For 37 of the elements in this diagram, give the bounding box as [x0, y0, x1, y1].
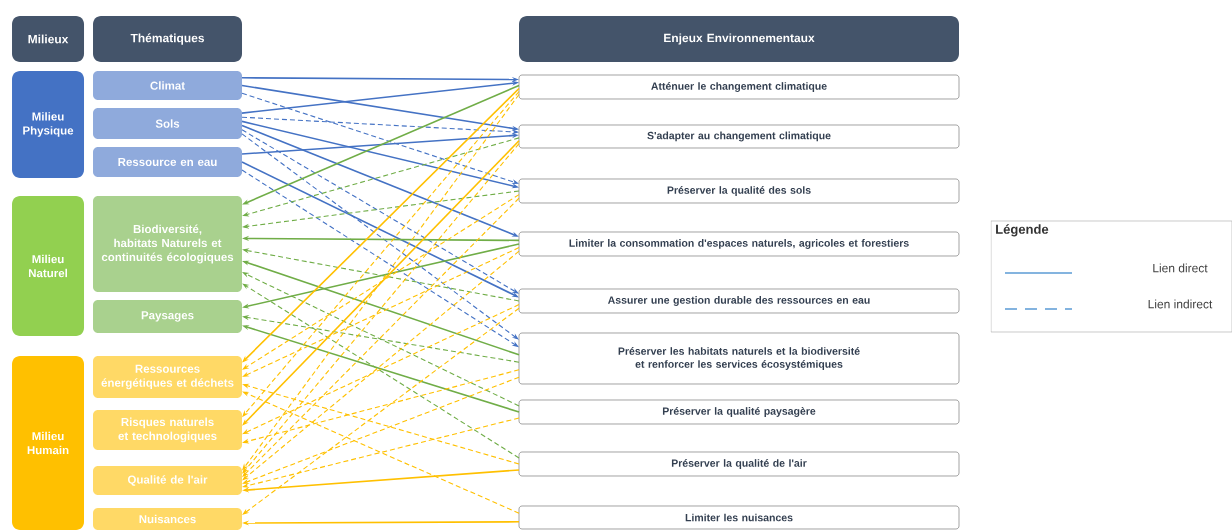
theme-box: Biodiversité, habitats Naturels et continuités écologiques	[93, 196, 242, 292]
theme-box: Ressources énergétiques et déchets	[93, 356, 242, 398]
issue-box: Assurer une gestion durable des ressources en eau	[518, 288, 960, 314]
theme-box: Nuisances	[93, 508, 242, 530]
connector-arrow	[242, 304, 520, 435]
column-header: Milieux	[12, 16, 84, 62]
connector-arrow	[242, 283, 520, 459]
legend-title: Légende	[996, 224, 1049, 237]
issue-box: Limiter la consommation d'espaces naturels, agricoles et forestiers	[518, 231, 960, 257]
category-box: Milieu Naturel	[12, 196, 84, 336]
column-header: Thématiques	[93, 16, 242, 62]
connector-arrow	[242, 391, 520, 514]
column-header: Enjeux Environnementaux	[519, 16, 959, 62]
theme-box: Paysages	[93, 300, 242, 333]
connector-arrow	[242, 307, 520, 515]
connector-arrow	[242, 194, 520, 370]
issue-box: Préserver les habitats naturels et la biodiversité et renforcer les services écosystémiques	[518, 332, 960, 385]
legend-text: Lien direct	[1153, 263, 1208, 273]
issue-box: Limiter les nuisances	[518, 505, 960, 530]
connector-arrow	[241, 129, 519, 294]
legend-text: Lien indirect	[1148, 299, 1213, 309]
issue-box: Préserver la qualité paysagère	[518, 399, 960, 425]
connector-arrow	[242, 140, 520, 426]
issue-box: S'adapter au changement climatique	[518, 124, 960, 149]
category-box: Milieu Humain	[12, 356, 84, 530]
theme-box: Risques naturels et technologiques	[93, 410, 242, 450]
connector-arrow	[241, 133, 519, 340]
category-box: Milieu Physique	[12, 71, 84, 178]
theme-box: Climat	[93, 71, 242, 100]
issue-box: Préserver la qualité des sols	[518, 178, 960, 204]
issue-box: Préserver la qualité de l'air	[518, 451, 960, 477]
connector-arrow	[242, 272, 520, 407]
theme-box: Ressource en eau	[93, 147, 242, 177]
issue-box: Atténuer le changement climatique	[518, 74, 960, 100]
theme-box: Sols	[93, 108, 242, 139]
connector-arrow	[242, 247, 520, 377]
theme-box: Qualité de l'air	[93, 466, 242, 495]
